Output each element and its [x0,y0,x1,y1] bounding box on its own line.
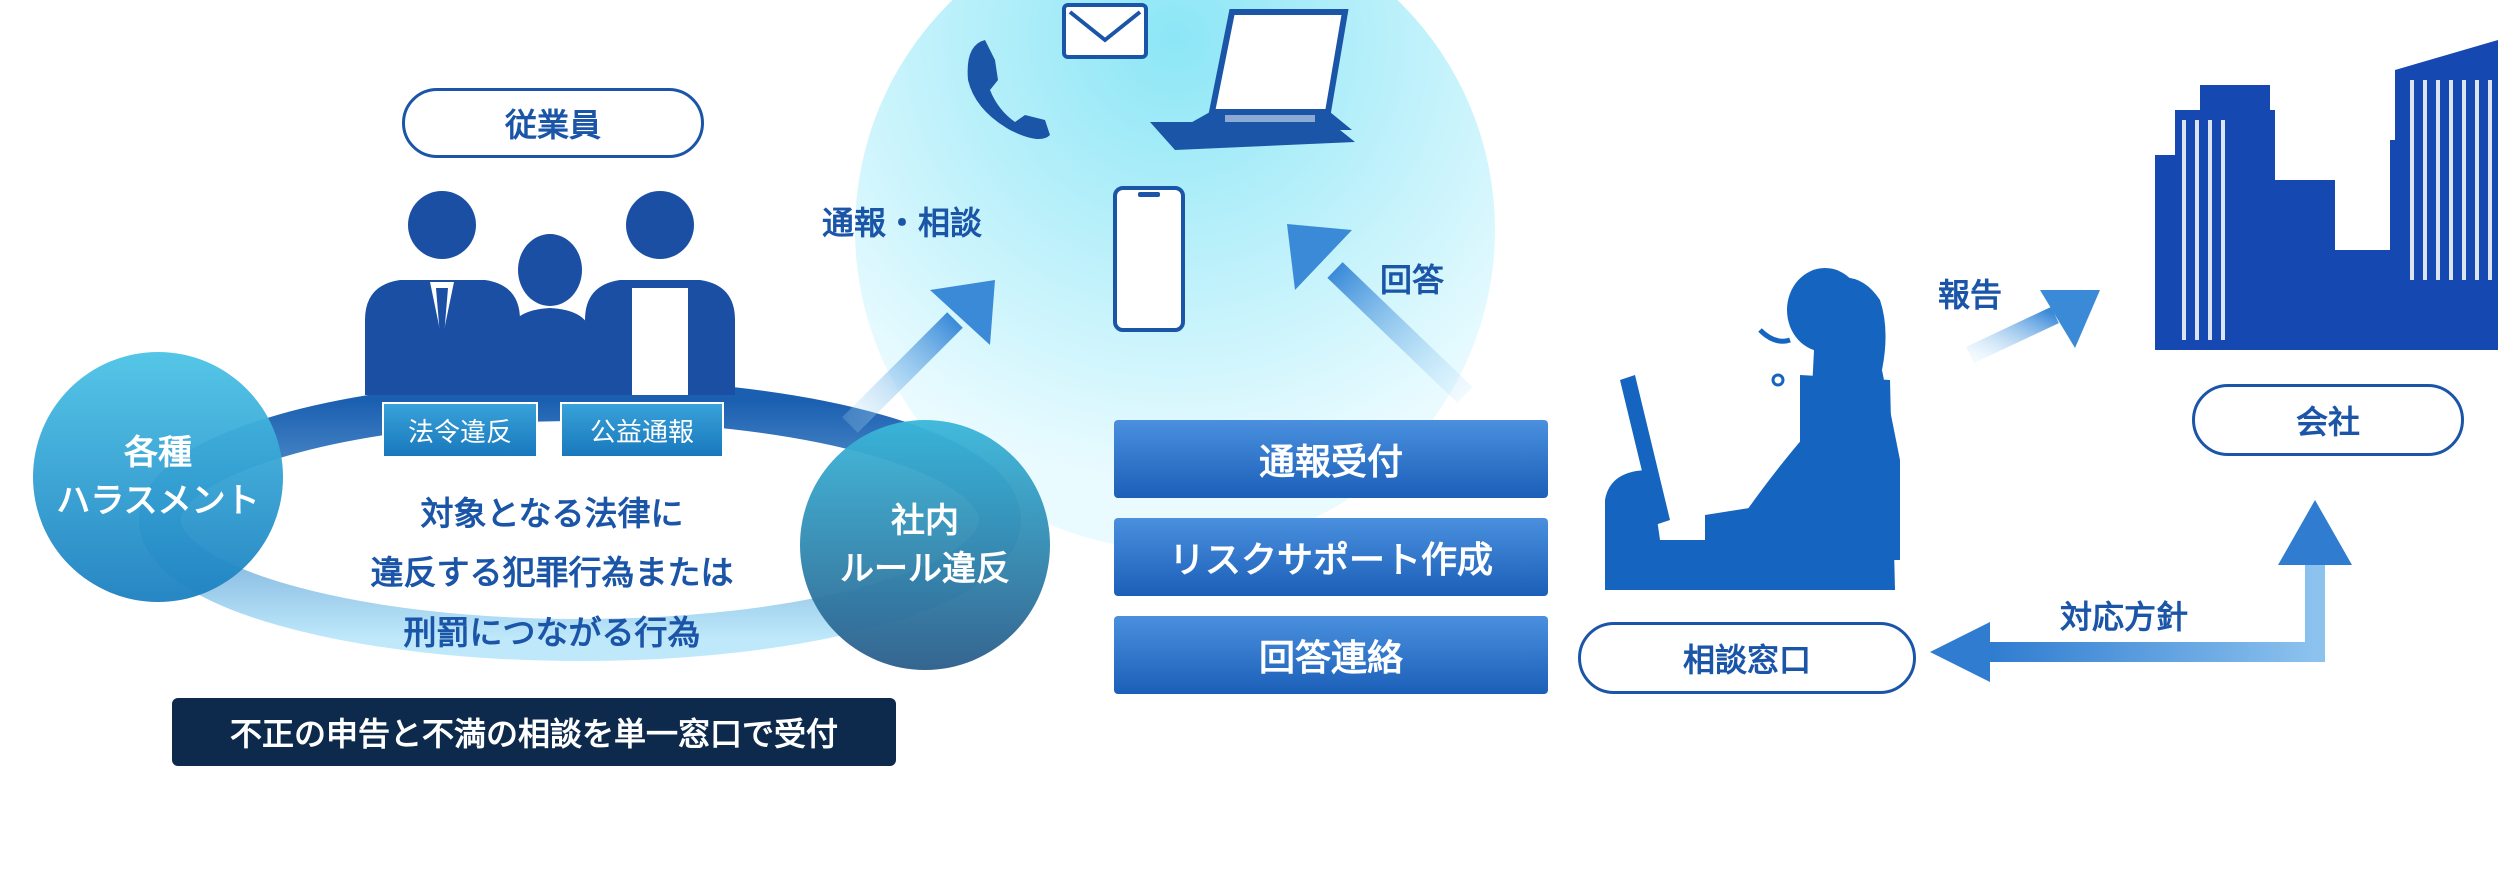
harassment-line1: 各種 [124,433,192,473]
tag-whistleblowing: 公益通報 [560,402,724,458]
report-arrow [1966,290,2100,364]
internal-rules-text: 社内 ルール違反 [800,480,1050,610]
internal-rules-circle [800,420,1050,670]
center-text-line1: 対象となる法律に [420,494,684,533]
internal-rules-line1: 社内 [891,501,959,541]
center-text-line2: 違反する犯罪行為または [370,553,734,592]
response-policy-label: 対応方針 [2060,598,2189,636]
employees-icon [365,191,735,395]
report-consult-arrow [842,280,995,433]
employee-label: 従業員 [402,88,704,158]
answer-label: 回答 [1380,261,1445,299]
response-policy-arrow [1930,500,2352,682]
process-step-answer-contact: 回答連絡 [1114,616,1548,694]
process-step-risk-support: リスクサポート作成 [1114,518,1548,596]
internal-rules-line2: ルール違反 [840,549,1010,589]
center-text-line3: 刑罰につながる行為 [403,613,701,652]
process-step-report-intake: 通報受付 [1114,420,1548,498]
harassment-text: 各種 ハラスメント [33,412,283,542]
mail-icon [1062,3,1148,59]
laptop-icon [1150,9,1355,150]
consult-window-label: 相談窓口 [1578,622,1916,694]
company-label: 会社 [2192,384,2464,456]
smartphone-icon [1113,186,1185,332]
harassment-circle [33,352,283,602]
report-consult-label: 通報・相談 [822,204,983,242]
report-label: 報告 [1938,276,2003,314]
building-icon [2155,40,2498,350]
answer-arrow [1287,224,1473,403]
operator-icon [1605,268,1900,590]
tag-law-violation: 法令違反 [382,402,538,458]
harassment-line2: ハラスメント [56,481,260,521]
phone-icon [967,40,1050,139]
single-window-banner: 不正の申告と不満の相談を単一窓口で受付 [172,698,896,766]
